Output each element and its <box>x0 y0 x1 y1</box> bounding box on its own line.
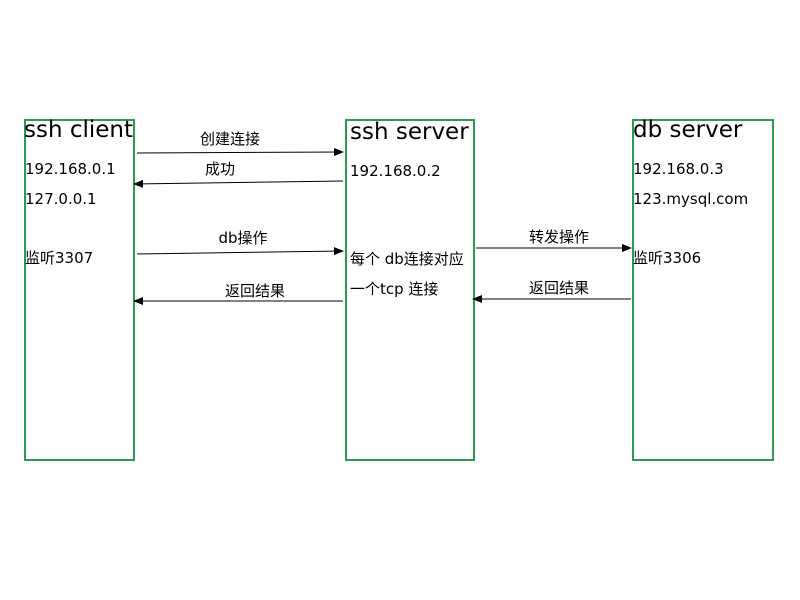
db-server-ip: 192.168.0.3 <box>633 160 724 178</box>
ssh-client-listen: 监听3307 <box>25 249 94 267</box>
label-return-result-right: 返回结果 <box>528 279 590 297</box>
ssh-server-note-line2: 一个tcp 连接 <box>350 280 439 298</box>
ssh-server-note-line1: 每个 db连接对应 <box>350 250 464 268</box>
db-server-listen: 监听3306 <box>633 249 702 267</box>
db-server-box <box>632 119 774 461</box>
label-forward-operation: 转发操作 <box>528 228 590 246</box>
ssh-client-title: ssh client <box>24 117 134 143</box>
label-success: 成功 <box>204 160 236 178</box>
ssh-client-ip: 192.168.0.1 <box>25 160 116 178</box>
label-create-connection: 创建连接 <box>199 130 261 148</box>
arrow-db-operation <box>136 247 344 256</box>
db-server-title: db server <box>633 117 743 143</box>
ssh-server-title: ssh server <box>350 119 469 145</box>
arrow-create-connection <box>136 148 344 157</box>
ssh-server-ip: 192.168.0.2 <box>350 162 441 180</box>
label-db-operation: db操作 <box>218 229 268 247</box>
db-server-host: 123.mysql.com <box>633 190 749 208</box>
ssh-server-box <box>345 119 475 461</box>
ssh-client-localhost: 127.0.0.1 <box>25 190 97 208</box>
arrow-success <box>133 179 344 188</box>
ssh-client-box <box>24 119 135 461</box>
label-return-result-left: 返回结果 <box>224 282 286 300</box>
